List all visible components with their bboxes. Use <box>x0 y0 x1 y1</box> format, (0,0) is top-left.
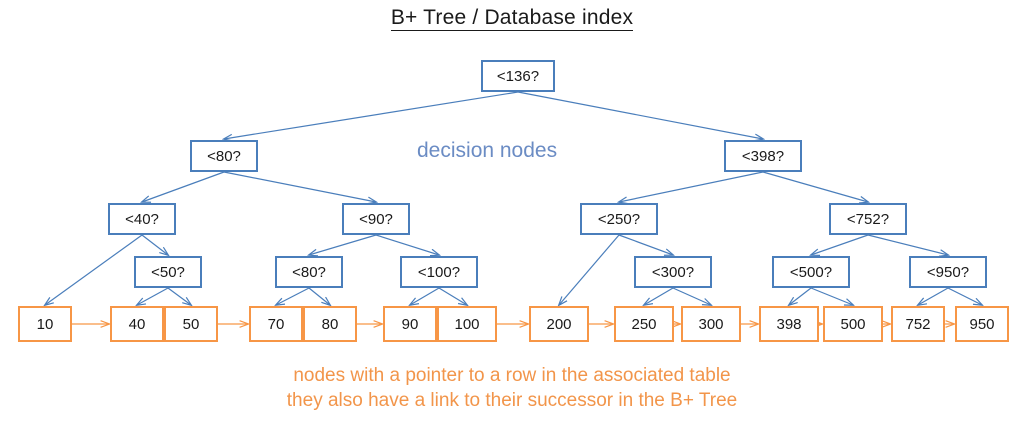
leaf-node-l398[interactable]: 398 <box>759 306 819 342</box>
leaf-node-label: 250 <box>631 315 657 333</box>
tree-edge-n136-to-n80a <box>224 91 519 139</box>
tree-edge-n950-to-l752 <box>918 287 949 305</box>
leaf-node-l50[interactable]: 50 <box>164 306 218 342</box>
tree-edge-n950-to-l950 <box>947 287 982 305</box>
leaf-node-l500[interactable]: 500 <box>823 306 883 342</box>
leaf-node-l80[interactable]: 80 <box>303 306 357 342</box>
leaf-node-label: 500 <box>840 315 866 333</box>
leaf-node-label: 80 <box>321 315 339 333</box>
tree-edge-n500-to-l500 <box>810 287 853 305</box>
decision-node-label: <752? <box>846 210 890 228</box>
decision-node-n136[interactable]: <136? <box>481 60 555 92</box>
leaf-node-l950[interactable]: 950 <box>955 306 1009 342</box>
tree-edge-n90-to-n80b <box>309 234 377 255</box>
tree-edge-n80b-to-l80 <box>308 287 330 305</box>
leaf-node-l10[interactable]: 10 <box>18 306 72 342</box>
leaf-node-label: 10 <box>36 315 54 333</box>
decision-node-label: <100? <box>417 263 461 281</box>
caption-line-2: they also have a link to their successor… <box>286 390 738 411</box>
decision-node-n300[interactable]: <300? <box>634 256 712 288</box>
leaf-node-l200[interactable]: 200 <box>529 306 589 342</box>
decision-node-label: <398? <box>741 147 785 165</box>
tree-edge-n398-to-n752 <box>762 171 868 202</box>
tree-edge-n90-to-n100 <box>375 234 439 255</box>
leaf-node-label: 200 <box>546 315 572 333</box>
decision-node-n80b[interactable]: <80? <box>275 256 343 288</box>
decision-node-label: <950? <box>926 263 970 281</box>
leaf-node-label: 300 <box>698 315 724 333</box>
tree-edge-n500-to-l398 <box>789 287 812 305</box>
tree-edge-n100-to-l100 <box>438 287 467 305</box>
decision-node-n250[interactable]: <250? <box>580 203 658 235</box>
leaf-node-label: 398 <box>776 315 802 333</box>
decision-node-label: <80? <box>207 147 241 165</box>
tree-edge-n40-to-n50 <box>141 234 168 255</box>
leaf-node-l100[interactable]: 100 <box>437 306 497 342</box>
decision-node-label: <90? <box>359 210 393 228</box>
decision-node-label: <40? <box>125 210 159 228</box>
decision-node-label: <50? <box>151 263 185 281</box>
page-title-text: B+ Tree / Database index <box>390 6 634 31</box>
tree-edge-n100-to-l90 <box>410 287 440 305</box>
tree-edge-n50-to-l50 <box>167 287 191 305</box>
decision-node-n950[interactable]: <950? <box>909 256 987 288</box>
leaf-node-label: 752 <box>905 315 931 333</box>
decision-node-n50[interactable]: <50? <box>134 256 202 288</box>
leaf-node-label: 40 <box>128 315 146 333</box>
leaf-node-l40[interactable]: 40 <box>110 306 164 342</box>
leaf-node-label: 100 <box>454 315 480 333</box>
tree-edge-n80a-to-n40 <box>142 171 225 202</box>
tree-edge-n250-to-n300 <box>618 234 673 255</box>
leaf-node-label: 90 <box>401 315 419 333</box>
tree-edge-n250-to-l200 <box>559 234 620 305</box>
decision-node-n752[interactable]: <752? <box>829 203 907 235</box>
leaf-node-label: 950 <box>969 315 995 333</box>
decision-node-n90[interactable]: <90? <box>342 203 410 235</box>
leaf-node-label: 70 <box>267 315 285 333</box>
tree-edge-n300-to-l300 <box>672 287 711 305</box>
leaf-nodes-caption: nodes with a pointer to a row in the ass… <box>0 363 1024 413</box>
decision-node-label: <136? <box>496 67 540 85</box>
caption-line-1: nodes with a pointer to a row in the ass… <box>293 365 731 386</box>
decision-node-label: <80? <box>292 263 326 281</box>
decision-node-label: <500? <box>789 263 833 281</box>
tree-edge-n80b-to-l70 <box>276 287 310 305</box>
decision-node-n80a[interactable]: <80? <box>190 140 258 172</box>
tree-edge-n300-to-l250 <box>644 287 674 305</box>
decision-node-n500[interactable]: <500? <box>772 256 850 288</box>
leaf-node-l300[interactable]: 300 <box>681 306 741 342</box>
decision-node-label: <250? <box>597 210 641 228</box>
decision-node-n100[interactable]: <100? <box>400 256 478 288</box>
tree-edge-n50-to-l40 <box>137 287 169 305</box>
decision-nodes-label: decision nodes <box>417 139 558 162</box>
decision-node-n40[interactable]: <40? <box>108 203 176 235</box>
leaf-node-l90[interactable]: 90 <box>383 306 437 342</box>
leaf-node-l70[interactable]: 70 <box>249 306 303 342</box>
tree-edge-n398-to-n250 <box>619 171 764 202</box>
tree-edge-n752-to-n500 <box>811 234 869 255</box>
decision-node-n398[interactable]: <398? <box>724 140 802 172</box>
decision-node-label: <300? <box>651 263 695 281</box>
tree-edge-n752-to-n950 <box>867 234 948 255</box>
tree-edge-n40-to-l10 <box>45 234 143 305</box>
tree-edge-n80a-to-n90 <box>223 171 376 202</box>
page-title: B+ Tree / Database index <box>0 6 1024 31</box>
leaf-node-l752[interactable]: 752 <box>891 306 945 342</box>
leaf-node-label: 50 <box>182 315 200 333</box>
tree-edge-n136-to-n398 <box>517 91 763 139</box>
leaf-node-l250[interactable]: 250 <box>614 306 674 342</box>
